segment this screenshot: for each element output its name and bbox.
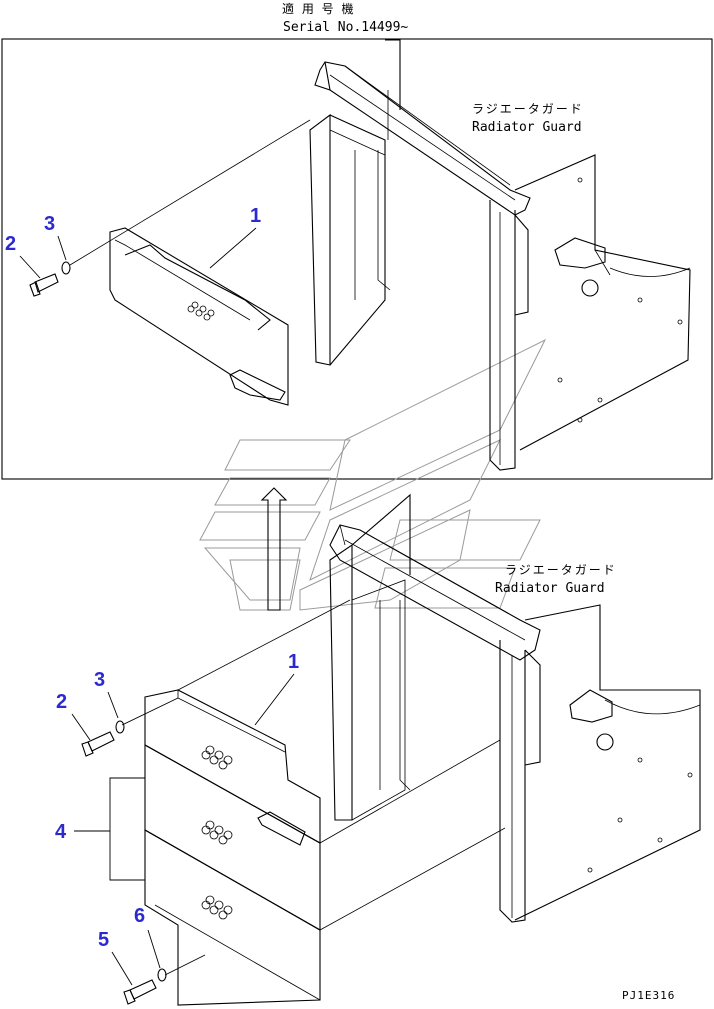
main-radiator-guard — [81, 493, 701, 1006]
inset-callout-2: 2 — [5, 233, 16, 255]
main-callout-2: 2 — [56, 691, 67, 713]
main-guard-label-jp: ラジエータガード — [505, 563, 617, 577]
main-callout-4: 4 — [55, 821, 67, 843]
main-vent-holes-bottom — [201, 895, 233, 920]
main-callout-1: 1 — [288, 651, 299, 673]
drawing-code: PJ1E316 — [622, 989, 675, 1002]
main-vent-holes-top — [201, 745, 233, 770]
inset-callouts: 1 2 3 — [5, 205, 261, 279]
watermark-logo — [199, 338, 547, 611]
inset-radiator-guard — [29, 39, 691, 471]
up-arrow-icon — [260, 487, 288, 611]
main-callout-5: 5 — [98, 929, 109, 951]
serial-label-jp: 適 用 号 機 — [282, 1, 355, 16]
inset-guard-label-jp: ラジエータガード — [472, 102, 584, 116]
main-callouts: 1 2 3 4 5 6 — [55, 651, 299, 986]
inset-callout-1: 1 — [250, 205, 261, 227]
inset-frame — [1, 38, 713, 480]
serial-number: Serial No.14499~ — [283, 20, 408, 35]
main-callout-6: 6 — [134, 905, 145, 927]
inset-guard-label-en: Radiator Guard — [472, 120, 582, 135]
inset-callout-3: 3 — [44, 213, 55, 235]
main-vent-holes-middle — [201, 820, 233, 845]
main-guard-label-en: Radiator Guard — [495, 581, 605, 596]
inset-vent-holes — [187, 301, 215, 321]
main-callout-3: 3 — [94, 669, 105, 691]
